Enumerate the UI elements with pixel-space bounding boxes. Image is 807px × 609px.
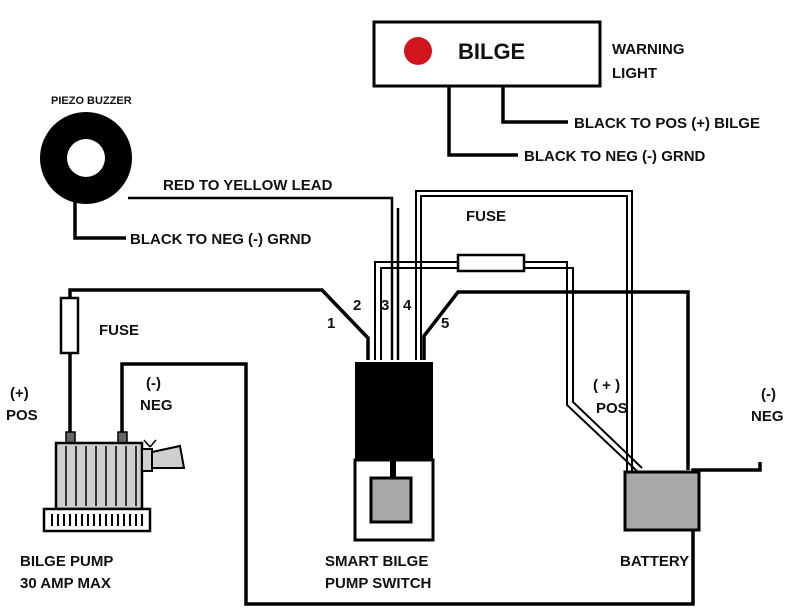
pump-neg-1: (-) — [146, 375, 161, 392]
battery-name: BATTERY — [620, 553, 689, 570]
wire-fuse-to-battery-b — [524, 267, 643, 469]
switch-name-1: SMART BILGE — [325, 553, 428, 570]
pump-outlet-barb — [143, 439, 157, 448]
wire-fuse-to-battery-a — [524, 261, 639, 473]
fuse-left-label: FUSE — [99, 322, 139, 339]
label-black-pos-bilge: BLACK TO POS (+) BILGE — [574, 115, 760, 132]
pump-name-2: 30 AMP MAX — [20, 575, 111, 592]
terminal-1: 1 — [327, 315, 335, 332]
pump-outlet-collar — [141, 448, 153, 472]
fuse-left-icon — [59, 296, 80, 355]
wire-light-pos — [501, 87, 568, 124]
pump-outlet-nozzle — [151, 444, 186, 469]
battery-neg-2: NEG — [751, 408, 784, 425]
switch-upper-body — [355, 362, 433, 460]
battery-pos-2: POS — [596, 400, 628, 417]
pump-pos-2: POS — [6, 407, 38, 424]
wire-switch-lead-4b — [420, 195, 628, 472]
switch-sensor — [369, 476, 413, 524]
warning-light: BILGE — [372, 20, 602, 88]
pump-name-1: BILGE PUMP — [20, 553, 113, 570]
warning-light-caption-1: WARNING — [612, 41, 685, 58]
wire-switch-lead-2a — [374, 261, 458, 360]
wire-switch-lead-4a — [415, 190, 633, 472]
switch-stem — [390, 460, 396, 478]
battery-neg-1: (-) — [761, 386, 776, 403]
wire-switch-lead-5 — [422, 290, 690, 470]
warning-light-caption-2: LIGHT — [612, 65, 657, 82]
wire-buzzer-red — [128, 196, 394, 360]
switch-name-2: PUMP SWITCH — [325, 575, 431, 592]
label-black-neg-grnd-buzzer: BLACK TO NEG (-) GRND — [130, 231, 312, 248]
piezo-buzzer-hole — [67, 139, 105, 177]
pump-base — [42, 507, 152, 533]
label-black-neg-grnd-light: BLACK TO NEG (-) GRND — [524, 148, 706, 165]
warning-light-label: BILGE — [458, 39, 525, 64]
label-red-to-yellow: RED TO YELLOW LEAD — [163, 177, 333, 194]
battery-pos-1: ( + ) — [593, 377, 620, 394]
battery-body — [623, 470, 701, 532]
terminal-2: 2 — [353, 297, 361, 314]
terminal-3: 3 — [381, 297, 389, 314]
pump-body — [54, 441, 144, 511]
terminal-4: 4 — [403, 297, 412, 314]
wire-light-neg — [447, 87, 518, 157]
pump-neg-2: NEG — [140, 397, 173, 414]
smart-bilge-switch — [353, 362, 435, 542]
wire-pump-neg — [120, 362, 762, 606]
fuse-top-label: FUSE — [466, 208, 506, 225]
terminal-5: 5 — [441, 315, 449, 332]
piezo-buzzer — [40, 112, 132, 204]
piezo-buzzer-title: PIEZO BUZZER — [51, 95, 132, 107]
pump-base-grille — [51, 514, 143, 526]
pump-pos-1: (+) — [10, 385, 29, 402]
warning-lamp-icon — [404, 37, 432, 65]
wire-switch-lead-1 — [68, 288, 370, 360]
fuse-top-icon — [456, 253, 526, 273]
wire-switch-lead-2b — [380, 267, 458, 360]
wire-buzzer-neg — [73, 200, 126, 240]
bilge-pump — [42, 431, 186, 533]
pump-fins — [65, 446, 137, 506]
battery — [623, 470, 701, 532]
